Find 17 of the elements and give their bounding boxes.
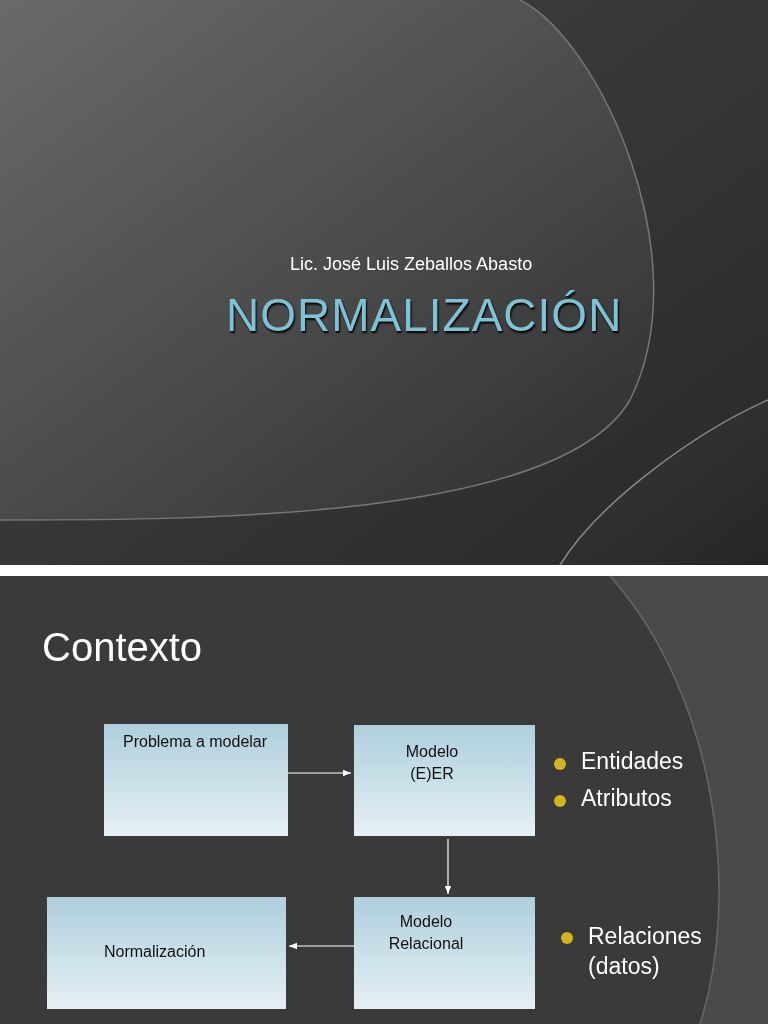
arrow [444, 838, 452, 895]
slide-title: NORMALIZACIÓN [226, 288, 623, 342]
box-label: Modelo (E)ER [404, 742, 460, 784]
bullet-item: Relaciones (datos) [588, 922, 703, 981]
process-box [47, 897, 286, 1009]
bullet-item: Entidades [581, 748, 684, 775]
process-box [354, 725, 535, 836]
arrow [288, 942, 355, 950]
box-label: Problema a modelar [123, 732, 268, 752]
section-heading: Contexto [42, 625, 203, 670]
box-label: Normalización [104, 942, 206, 962]
bullet-item: Atributos [581, 785, 672, 812]
arrow [287, 769, 352, 777]
box-label: Modelo Relacional [387, 912, 465, 954]
process-box [354, 897, 535, 1009]
process-box [104, 724, 288, 836]
author-name: Lic. José Luis Zeballos Abasto [290, 254, 533, 275]
